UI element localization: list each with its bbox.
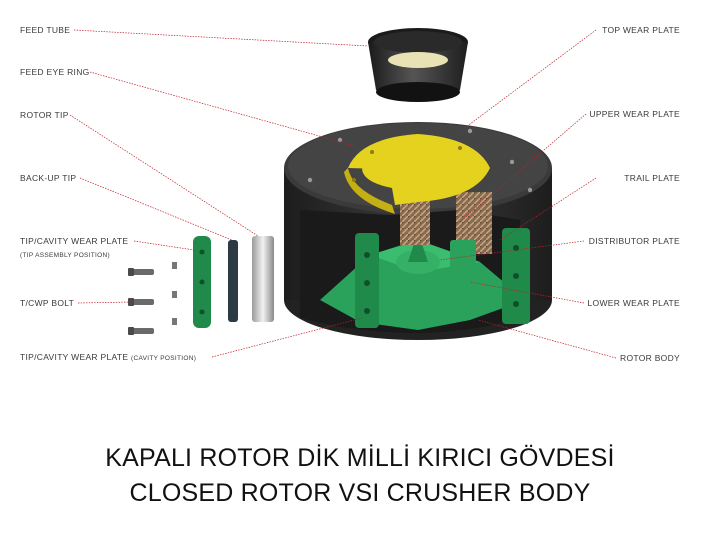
label-rotor-tip: ROTOR TIP — [20, 110, 69, 120]
rotor-exploded-diagram — [69, 28, 617, 359]
label-tip-cavity-wear-plate-tip: TIP/CAVITY WEAR PLATE — [20, 236, 129, 246]
tip-cavity-wear-plate-part — [193, 236, 211, 328]
label-back-up-tip: BACK-UP TIP — [20, 173, 77, 183]
caption-english: CLOSED ROTOR VSI CRUSHER BODY — [129, 479, 591, 507]
tcwp-bolts — [128, 262, 177, 335]
label-trail-plate: TRAIL PLATE — [624, 173, 680, 183]
label-tip-cavity-wear-plate-cavity: TIP/CAVITY WEAR PLATE — [20, 352, 129, 362]
label-tip-assembly-position: (TIP ASSEMBLY POSITION) — [20, 252, 110, 259]
label-feed-tube: FEED TUBE — [20, 25, 71, 35]
back-up-tip-part — [228, 240, 238, 322]
caption-turkish: KAPALI ROTOR DİK MİLLİ KIRICI GÖVDESİ — [105, 444, 615, 472]
label-feed-eye-ring: FEED EYE RING — [20, 67, 90, 77]
label-upper-wear-plate: UPPER WEAR PLATE — [589, 109, 680, 119]
label-top-wear-plate: TOP WEAR PLATE — [602, 25, 680, 35]
label-tcwp-bolt: T/CWP BOLT — [20, 298, 75, 308]
label-tip-assembly-position-wrap: (TIP ASSEMBLY POSITION) — [20, 249, 110, 261]
label-tip-cavity-wear-plate-cavity-wrap: TIP/CAVITY WEAR PLATE (CAVITY POSITION) — [20, 352, 196, 364]
feed-eye-ring — [344, 134, 490, 214]
label-distributor-plate: DISTRIBUTOR PLATE — [588, 236, 680, 246]
leader-lines — [69, 29, 617, 359]
label-rotor-body: ROTOR BODY — [620, 353, 680, 363]
rotor-tip-part — [252, 236, 274, 322]
label-lower-wear-plate: LOWER WEAR PLATE — [587, 298, 680, 308]
feed-tube — [368, 28, 468, 102]
wear-plates-green — [355, 228, 530, 328]
label-cavity-position: (CAVITY POSITION) — [131, 355, 197, 362]
